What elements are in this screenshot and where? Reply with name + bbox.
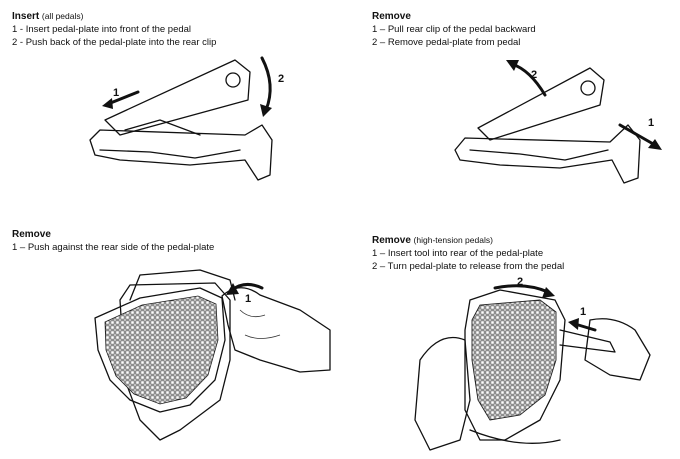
step-text: 2 – Remove pedal-plate from pedal <box>372 37 521 48</box>
pedal-insert-illustration: 1 2 <box>89 56 284 181</box>
panel-title: Insert <box>12 11 40 22</box>
arrow-2 <box>510 62 547 97</box>
pedal-push-illustration: 1 <box>94 269 331 441</box>
panel-subtitle: (all pedals) <box>41 11 84 21</box>
step-text: 2 – Turn pedal-plate to release from the… <box>372 261 565 272</box>
panel-subtitle: (high-tension pedals) <box>413 235 493 245</box>
pedal-hightension-illustration: 2 1 <box>414 276 651 451</box>
marker-1: 1 <box>580 306 586 318</box>
marker-1: 1 <box>113 87 119 99</box>
arrow-2 <box>493 284 550 294</box>
panel-insert-caption: Insert (all pedals) 1 - Insert pedal-pla… <box>12 10 216 49</box>
step-text: 1 – Insert tool into rear of the pedal-p… <box>372 248 544 259</box>
marker-1: 1 <box>648 117 654 129</box>
pedal-remove-illustration: 2 1 <box>454 60 662 184</box>
arrow-1 <box>106 90 140 106</box>
step-text: 1 - Insert pedal-plate into front of the… <box>12 24 192 35</box>
marker-2: 2 <box>517 276 523 288</box>
panel-hightension-caption: Remove (high-tension pedals) 1 – Insert … <box>372 234 564 273</box>
marker-2: 2 <box>278 73 284 85</box>
step-text: 1 – Push against the rear side of the pe… <box>12 242 215 253</box>
arrow-1 <box>618 123 657 147</box>
panel-remove-caption: Remove 1 – Pull rear clip of the pedal b… <box>372 10 536 49</box>
panel-title: Remove <box>372 11 411 22</box>
arrow-2 <box>260 56 272 112</box>
marker-2: 2 <box>531 69 537 81</box>
panel-push-caption: Remove 1 – Push against the rear side of… <box>12 228 214 254</box>
panel-title: Remove <box>372 235 411 246</box>
marker-1: 1 <box>245 293 251 305</box>
step-text: 2 - Push back of the pedal-plate into th… <box>12 37 217 48</box>
step-text: 1 – Pull rear clip of the pedal backward <box>372 24 536 35</box>
arrow-1 <box>230 283 264 292</box>
panel-title: Remove <box>12 229 51 240</box>
